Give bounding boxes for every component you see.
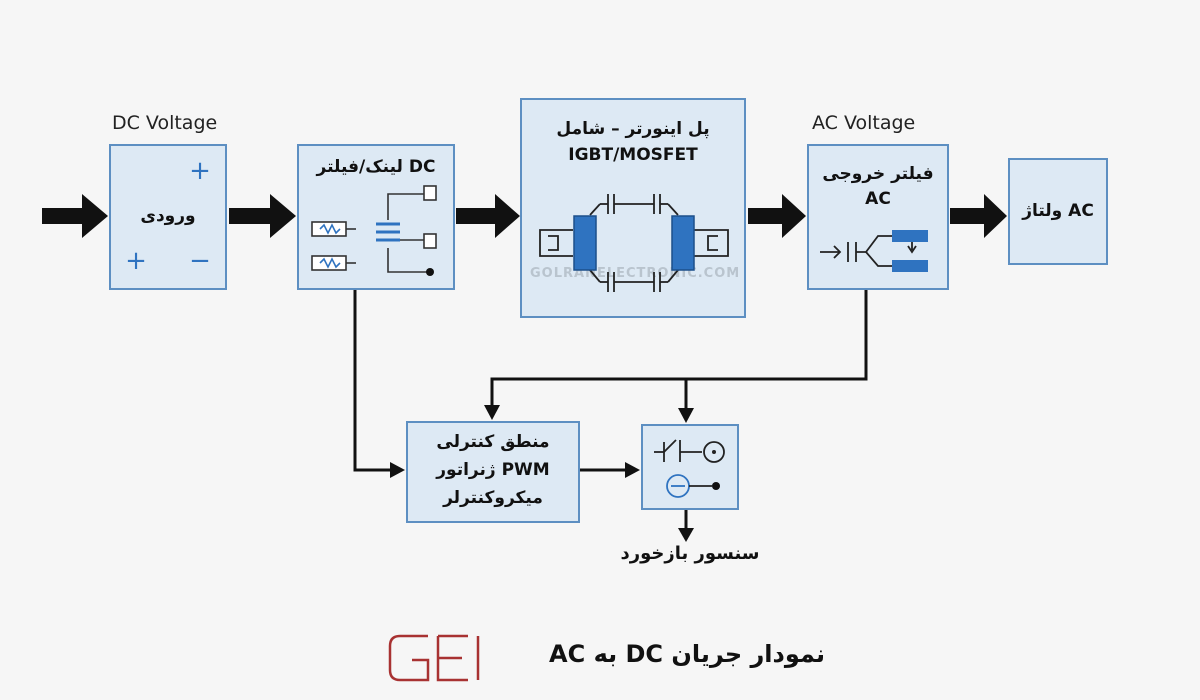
transistor-icon [573, 215, 695, 271]
output-filter-label-2: AC [865, 189, 891, 209]
feedback-sensor-label: سنسور بازخورد [620, 543, 760, 564]
plus-sign-top: + [189, 156, 211, 186]
ac-voltage-box [1008, 158, 1108, 265]
dc-link-filter-label: لینک/فیلتر DC [316, 157, 436, 177]
ac-voltage-out-label: ولتاژ AC [1022, 201, 1094, 221]
input-label: ورودی [140, 206, 196, 226]
dc-link-filter-box [297, 144, 455, 290]
diagram-caption: نمودار جریان DC به AC [549, 640, 825, 668]
logo-icon [388, 634, 480, 682]
ac-voltage-label: AC Voltage [812, 112, 916, 134]
input-box [109, 144, 227, 290]
inverter-bridge-label-1: پل اینورتر – شامل [556, 119, 710, 139]
resistor-icon [311, 221, 347, 271]
control-logic-box [406, 421, 580, 523]
output-filter-label-1: فیلتر خروجی [822, 164, 934, 184]
control-label-2: ژنراتور PWM [436, 460, 550, 480]
gauge-icon [666, 474, 690, 498]
control-label-1: منطق کنترلی [436, 432, 550, 452]
switch-icon [654, 439, 725, 463]
control-label-3: میکروکنترلر [443, 488, 543, 508]
sensor-box [641, 424, 739, 510]
plus-sign-bottom: + [125, 246, 147, 276]
capacitor-icon [376, 222, 400, 242]
thick-arrow-icon [42, 194, 1007, 238]
minus-sign: − [189, 246, 211, 276]
dc-voltage-label: DC Voltage [112, 112, 218, 134]
inverter-bridge-label-2: IGBT/MOSFET [568, 145, 698, 165]
